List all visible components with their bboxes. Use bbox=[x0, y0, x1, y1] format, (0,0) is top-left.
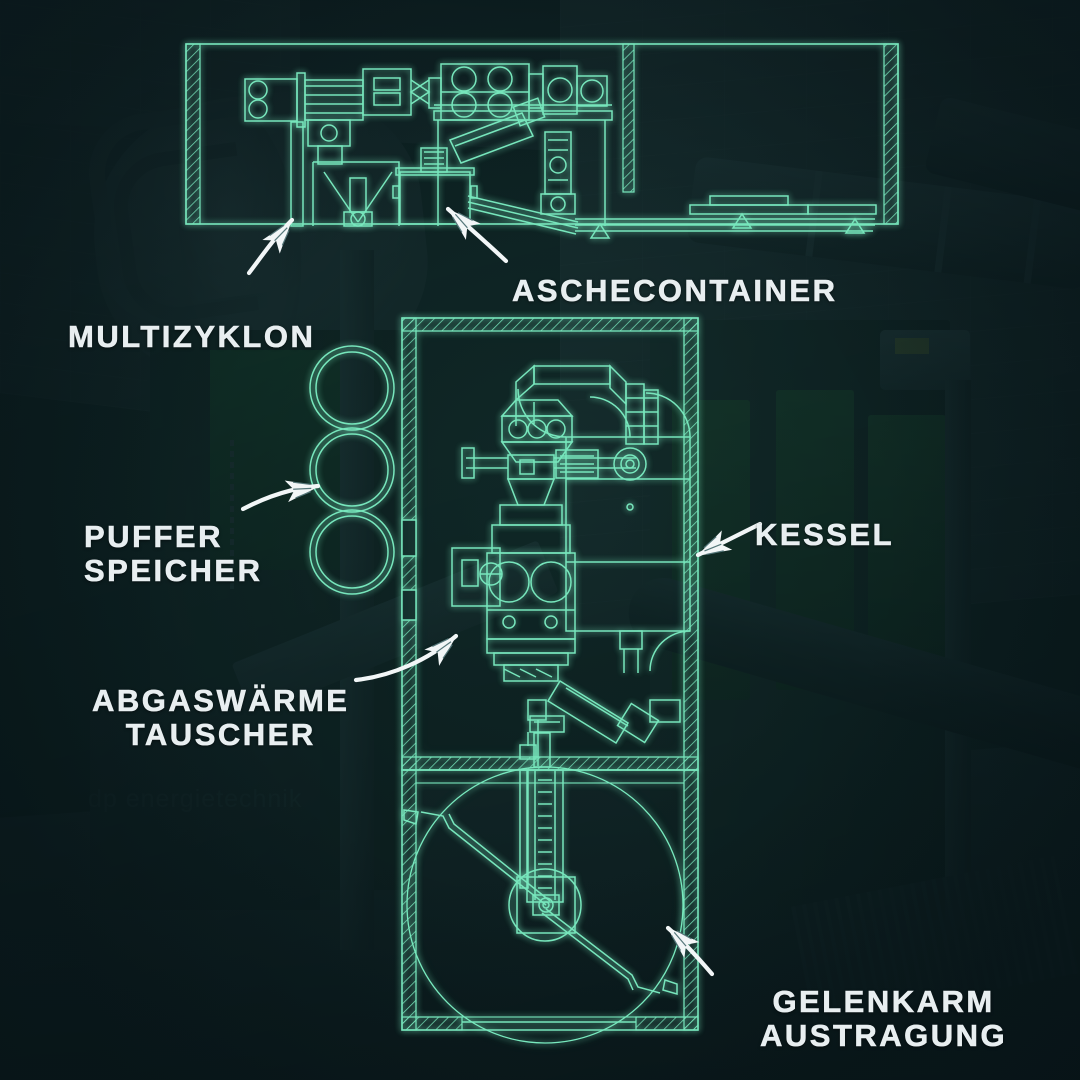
label-gelenkarm-austragung: GELENKARM AUSTRAGUNG bbox=[760, 952, 1008, 1053]
label-pufferspeicher: PUFFER SPEICHER bbox=[84, 487, 263, 588]
label-multizyklon-text: MULTIZYKLON bbox=[68, 319, 316, 355]
label-kessel: KESSEL bbox=[755, 485, 895, 553]
label-aschecontainer: ASCHECONTAINER bbox=[512, 241, 838, 308]
label-pufferspeicher-text: PUFFER SPEICHER bbox=[84, 519, 263, 588]
label-kessel-text: KESSEL bbox=[755, 517, 895, 553]
label-gelenkarm-austragung-text: GELENKARM AUSTRAGUNG bbox=[760, 984, 1008, 1053]
blueprint-boiler-room bbox=[401, 317, 699, 771]
blueprint-fuel-bunker bbox=[401, 766, 699, 1044]
label-abgaswaermetauscher: ABGASWÄRME TAUSCHER bbox=[92, 651, 350, 751]
label-abgaswaermetauscher-text: ABGASWÄRME TAUSCHER bbox=[92, 683, 350, 752]
arrowheads bbox=[261, 200, 733, 959]
blueprint-buffer-tanks bbox=[309, 345, 395, 595]
arrowhead-abgaswaerme bbox=[423, 626, 465, 667]
label-aschecontainer-text: ASCHECONTAINER bbox=[512, 273, 838, 309]
label-multizyklon: MULTIZYKLON bbox=[68, 287, 316, 355]
blueprint-upper-room bbox=[185, 43, 899, 239]
